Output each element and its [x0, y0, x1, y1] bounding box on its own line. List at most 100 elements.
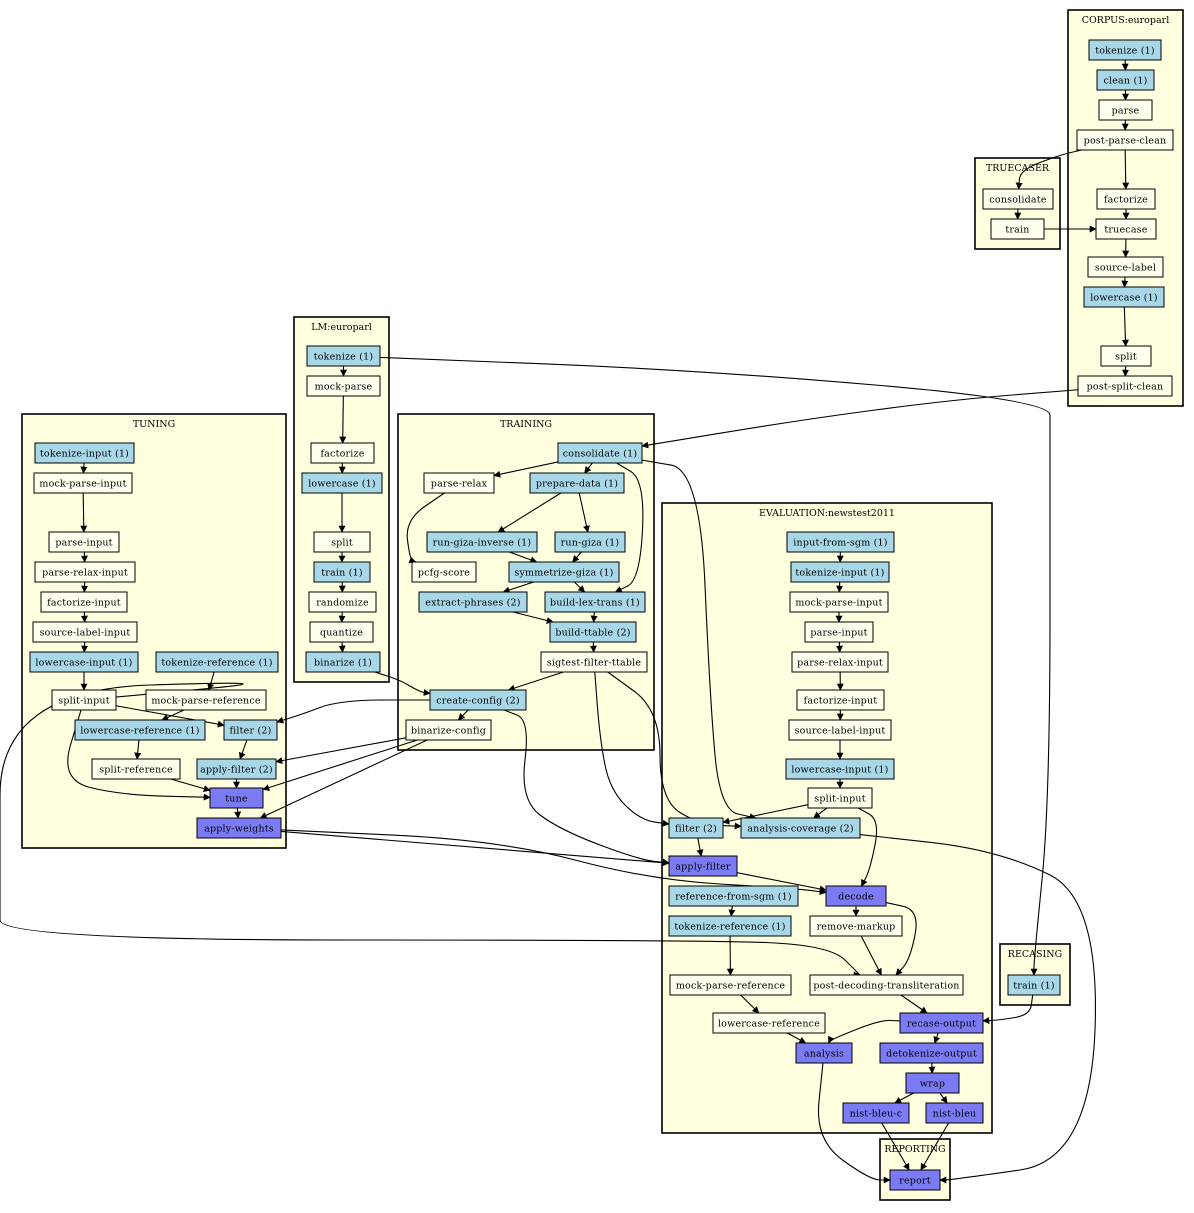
- node-u_tokref[interactable]: tokenize-reference (1): [155, 651, 279, 673]
- node-box[interactable]: [305, 651, 381, 673]
- node-box[interactable]: [905, 1072, 960, 1094]
- node-r_prep[interactable]: prepare-data (1): [529, 472, 625, 494]
- node-box[interactable]: [411, 561, 477, 583]
- node-u_prin[interactable]: parse-relax-input: [34, 561, 136, 583]
- node-l_lower[interactable]: lowercase (1): [301, 472, 383, 494]
- node-box[interactable]: [145, 689, 267, 711]
- node-e_decode[interactable]: decode: [825, 885, 887, 907]
- node-c_split[interactable]: split: [1100, 345, 1152, 367]
- node-e_wrap[interactable]: wrap: [905, 1072, 960, 1094]
- node-r_extr[interactable]: extract-phrases (2): [418, 591, 528, 613]
- node-box[interactable]: [1087, 256, 1164, 278]
- node-box[interactable]: [668, 817, 724, 839]
- node-r_sym[interactable]: symmetrize-giza (1): [508, 561, 620, 583]
- node-box[interactable]: [809, 974, 964, 996]
- node-box[interactable]: [889, 1169, 941, 1191]
- node-box[interactable]: [789, 591, 889, 613]
- node-l_fact[interactable]: factorize: [310, 442, 375, 464]
- node-r_btt[interactable]: build-ttable (2): [549, 621, 637, 643]
- node-box[interactable]: [423, 472, 495, 494]
- node-e_factin[interactable]: factorize-input: [796, 689, 885, 711]
- node-box[interactable]: [223, 719, 278, 741]
- node-u_parsein[interactable]: parse-input: [48, 531, 120, 553]
- node-e_filter[interactable]: filter (2): [668, 817, 724, 839]
- node-r_pcfg[interactable]: pcfg-score: [411, 561, 477, 583]
- node-box[interactable]: [426, 531, 538, 553]
- node-e_rfs[interactable]: reference-from-sgm (1): [668, 885, 799, 907]
- node-box[interactable]: [712, 1012, 826, 1034]
- node-box[interactable]: [209, 787, 264, 809]
- node-box[interactable]: [34, 442, 135, 464]
- node-rc_train[interactable]: train (1): [1007, 974, 1061, 996]
- node-box[interactable]: [196, 817, 282, 839]
- node-box[interactable]: [879, 1042, 984, 1064]
- node-box[interactable]: [557, 442, 643, 464]
- node-box[interactable]: [669, 974, 792, 996]
- node-box[interactable]: [405, 719, 492, 741]
- node-u_lowin[interactable]: lowercase-input (1): [29, 651, 139, 673]
- node-box[interactable]: [1088, 39, 1162, 61]
- node-u_splitin[interactable]: split-input: [51, 689, 117, 711]
- node-box[interactable]: [74, 719, 206, 741]
- node-u_tune[interactable]: tune: [209, 787, 264, 809]
- node-u_mockin[interactable]: mock-parse-input: [33, 472, 133, 494]
- node-e_analysis[interactable]: analysis: [795, 1042, 853, 1064]
- node-box[interactable]: [33, 472, 133, 494]
- node-box[interactable]: [29, 651, 139, 673]
- node-u_apweights[interactable]: apply-weights: [196, 817, 282, 839]
- node-t_cons[interactable]: consolidate: [982, 188, 1054, 210]
- node-box[interactable]: [155, 651, 279, 673]
- node-box[interactable]: [842, 1102, 910, 1124]
- node-box[interactable]: [825, 885, 887, 907]
- node-u_lowref[interactable]: lowercase-reference (1): [74, 719, 206, 741]
- node-box[interactable]: [668, 885, 799, 907]
- node-c_true[interactable]: truecase: [1095, 218, 1157, 240]
- node-e_parsein[interactable]: parse-input: [804, 621, 874, 643]
- node-box[interactable]: [1083, 286, 1165, 308]
- node-box[interactable]: [306, 375, 381, 397]
- node-e_detok[interactable]: detokenize-output: [879, 1042, 984, 1064]
- node-box[interactable]: [313, 531, 371, 553]
- node-box[interactable]: [740, 817, 861, 839]
- node-box[interactable]: [91, 758, 181, 780]
- node-box[interactable]: [1007, 974, 1061, 996]
- node-e_lowref[interactable]: lowercase-reference: [712, 1012, 826, 1034]
- node-box[interactable]: [40, 591, 128, 613]
- node-box[interactable]: [925, 1102, 984, 1124]
- node-box[interactable]: [796, 689, 885, 711]
- node-box[interactable]: [196, 758, 277, 780]
- node-box[interactable]: [1098, 99, 1153, 121]
- node-c_parse[interactable]: parse: [1098, 99, 1153, 121]
- node-box[interactable]: [1095, 218, 1157, 240]
- node-box[interactable]: [540, 651, 648, 673]
- node-rp_report[interactable]: report: [889, 1169, 941, 1191]
- node-box[interactable]: [418, 591, 528, 613]
- node-l_quant[interactable]: quantize: [309, 621, 374, 643]
- node-c_tok[interactable]: tokenize (1): [1088, 39, 1162, 61]
- node-l_split[interactable]: split: [313, 531, 371, 553]
- node-e_nbc[interactable]: nist-bleu-c: [842, 1102, 910, 1124]
- node-box[interactable]: [32, 621, 138, 643]
- node-u_splitref[interactable]: split-reference: [91, 758, 181, 780]
- node-box[interactable]: [51, 689, 117, 711]
- node-box[interactable]: [1096, 69, 1155, 91]
- node-u_apfilter[interactable]: apply-filter (2): [196, 758, 277, 780]
- node-box[interactable]: [306, 345, 381, 367]
- node-box[interactable]: [795, 1042, 853, 1064]
- node-box[interactable]: [544, 591, 646, 613]
- node-box[interactable]: [899, 1012, 984, 1034]
- node-box[interactable]: [309, 621, 374, 643]
- node-box[interactable]: [786, 531, 895, 553]
- node-box[interactable]: [1077, 375, 1173, 397]
- node-e_tokref[interactable]: tokenize-reference (1): [668, 915, 792, 937]
- node-box[interactable]: [48, 531, 120, 553]
- node-box[interactable]: [429, 689, 527, 711]
- node-box[interactable]: [785, 758, 895, 780]
- node-r_bc[interactable]: binarize-config: [405, 719, 492, 741]
- node-box[interactable]: [791, 651, 889, 673]
- node-r_rg[interactable]: run-giza (1): [554, 531, 626, 553]
- node-box[interactable]: [668, 855, 738, 877]
- node-c_ppc[interactable]: post-parse-clean: [1076, 129, 1174, 151]
- node-l_rand[interactable]: randomize: [308, 591, 377, 613]
- node-e_srcin[interactable]: source-label-input: [788, 719, 892, 741]
